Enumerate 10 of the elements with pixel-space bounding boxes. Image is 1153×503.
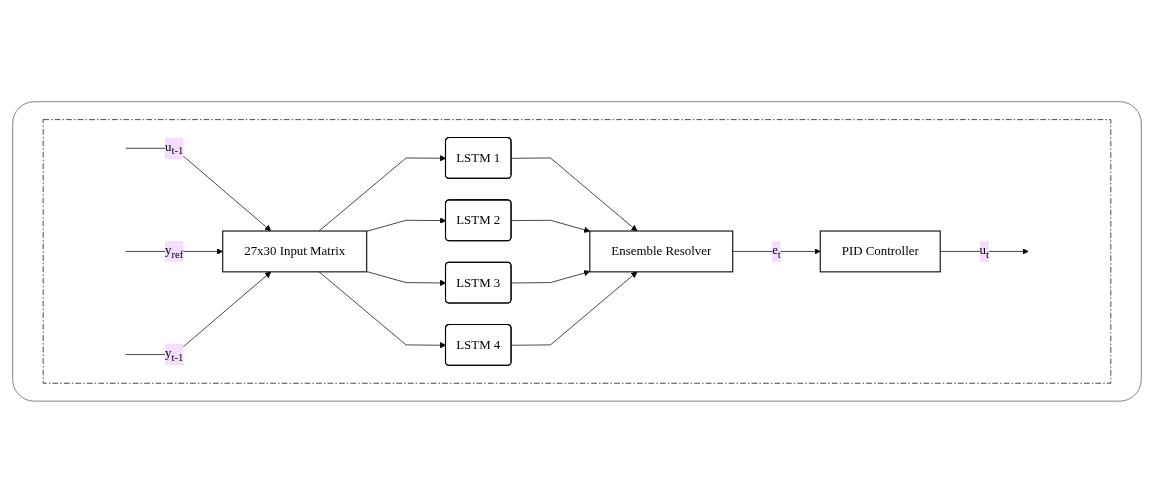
node-box: 27x30 Input Matrix (221, 230, 367, 273)
edge-label: u$_{t-1}$ (164, 139, 183, 157)
edge-label: u$_{t}$ (979, 242, 989, 260)
node-box: Ensemble Resolver (588, 230, 733, 273)
edge-label: y$_{t-1}$ (164, 346, 183, 363)
cluster (42, 119, 1111, 384)
node-box: PID Controller (819, 230, 941, 273)
edge-label: e$_{t}$ (771, 242, 781, 260)
edge-label: y$_{ref}$ (164, 242, 183, 260)
cluster (11, 101, 1142, 402)
